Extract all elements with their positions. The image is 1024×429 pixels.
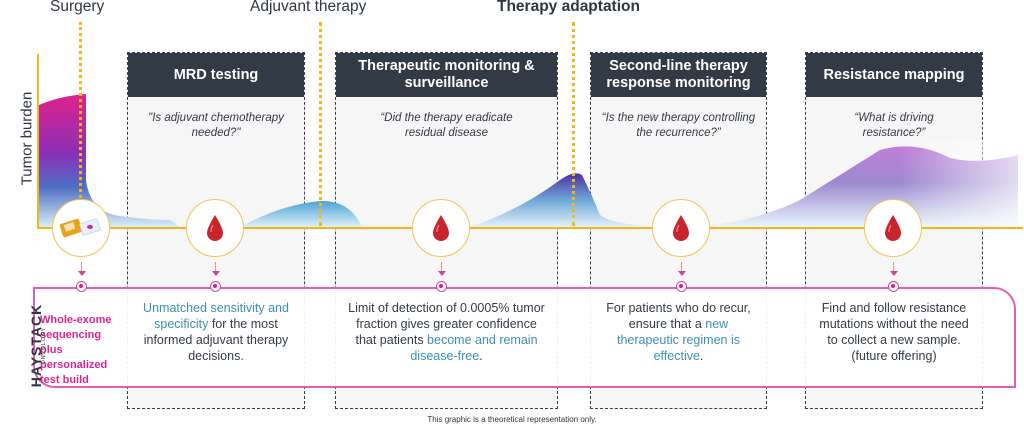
phase-title: Second-line therapy response monitoring [591, 53, 766, 97]
timeline-node [436, 281, 447, 292]
timeline-node [76, 281, 87, 292]
phase-title: Resistance mapping [806, 53, 982, 97]
x-axis [37, 227, 1023, 229]
phase-question: “Did the therapy eradicate residual dise… [380, 112, 513, 139]
blood-drop-icon [673, 215, 689, 241]
curve-adaptation-peak [470, 173, 650, 227]
blood-test-circle [864, 199, 922, 257]
wes-description: Whole-exome sequencing plus personalized… [40, 314, 112, 386]
blood-test-circle [412, 199, 470, 257]
test-kit-circle [52, 199, 110, 257]
value-proposition-box [33, 287, 1016, 388]
mrd-rest: for the most informed adjuvant therapy d… [143, 317, 289, 363]
y-axis-label: Tumor burden [18, 91, 36, 186]
phase-title: MRD testing [128, 53, 304, 97]
connector-arrow [81, 262, 82, 272]
blood-drop-icon [433, 215, 449, 241]
arrow-down-icon [438, 271, 446, 276]
event-label-adaptation: Therapy adaptation [497, 0, 640, 15]
connector-arrow [215, 262, 216, 272]
arrow-down-icon [678, 271, 686, 276]
blood-test-circle [186, 199, 244, 257]
blood-drop-icon [885, 215, 901, 241]
curve-adjuvant [240, 200, 362, 227]
monitoring-lead: Limit of detection of 0.0005% tumor frac… [348, 301, 545, 347]
curve-surgery [39, 94, 180, 227]
blood-drop-icon [207, 215, 223, 241]
arrow-down-icon [890, 271, 898, 276]
blood-test-circle [652, 199, 710, 257]
phase-title-text: Second-line therapy response monitoring [606, 58, 751, 91]
connector-arrow [681, 262, 682, 272]
monitoring-highlight: become and remain disease-free [410, 333, 538, 363]
y-axis [37, 54, 39, 228]
timeline-node [888, 281, 899, 292]
event-label-surgery: Surgery [50, 0, 105, 15]
phase-title-text: Therapeutic monitoring & surveillance [358, 58, 535, 91]
monitoring-description: Limit of detection of 0.0005% tumor frac… [345, 300, 548, 364]
arrow-down-icon [212, 271, 220, 276]
second-line-description: For patients who do recur, ensure that a… [597, 300, 760, 364]
second-line-highlight: new therapeutic regimen is effective [617, 317, 740, 363]
test-kit-icon [59, 218, 101, 238]
adaptation-dotted-line [572, 22, 575, 226]
event-label-adjuvant: Adjuvant therapy [250, 0, 367, 15]
adjuvant-dotted-line [319, 22, 322, 226]
phase-title: Therapeutic monitoring & surveillance [336, 53, 557, 97]
connector-arrow [893, 262, 894, 272]
second-line-tail: . [699, 349, 704, 363]
mrd-description: Unmatched sensitivity and specificity fo… [133, 300, 299, 364]
phase-question: “What is driving resistance?” [854, 112, 934, 139]
phase-question: “Is the new therapy controlling the recu… [601, 112, 756, 139]
timeline-node [210, 281, 221, 292]
second-line-lead: For patients who do recur, ensure that a [606, 301, 751, 331]
connector-arrow [441, 262, 442, 272]
mrd-highlight: Unmatched sensitivity and specificity [143, 301, 289, 331]
disclaimer: This graphic is a theoretical representa… [427, 415, 597, 424]
phase-question: "Is adjuvant chemotherapy needed?" [148, 112, 284, 139]
monitoring-tail: . [479, 349, 483, 363]
arrow-down-icon [78, 271, 86, 276]
resistance-description: Find and follow resistance mutations wit… [819, 301, 969, 363]
surgery-dotted-line [79, 22, 82, 216]
timeline-node [676, 281, 687, 292]
